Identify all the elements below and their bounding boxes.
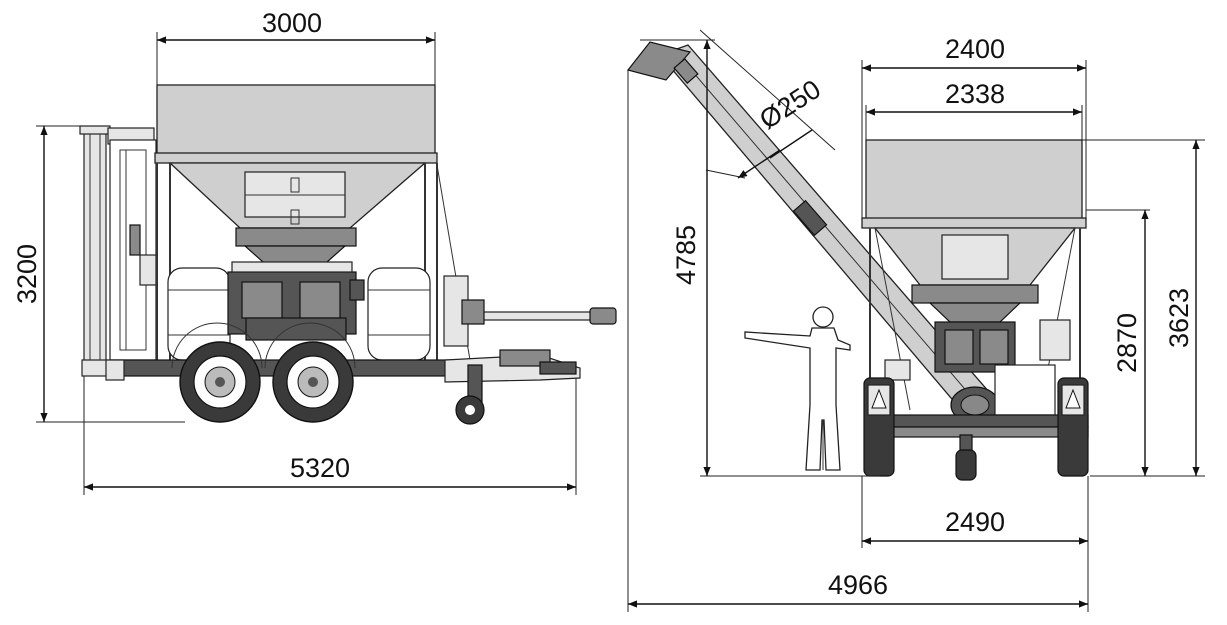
dim-label-2338: 2338 [945,79,1005,109]
side-machinery [227,261,365,341]
dim-label-d250: Ø250 [754,74,826,135]
dim-label-2400: 2400 [945,34,1005,64]
pto-shaft [443,275,617,347]
dim-line-d250 [737,149,781,179]
side-wheel-rear [272,341,354,423]
dim-label-3623: 3623 [1164,288,1194,348]
dim-label-5320: 5320 [290,453,350,483]
front-chassis [865,414,1089,428]
dim-label-3000: 3000 [262,8,322,38]
front-machinery [884,319,1071,416]
side-frame [109,139,157,361]
dimension-lines [36,29,1205,612]
side-view [79,84,617,425]
front-wheel-left [863,377,895,477]
dimension-labels: 3000 3200 5320 2400 2338 Ø250 4785 2870 … [12,8,1194,600]
auger [626,41,1000,424]
front-wheel-right [1057,377,1089,477]
side-tank-right [367,267,431,361]
dim-label-4785: 4785 [671,225,701,285]
dim-label-3200: 3200 [12,244,42,304]
dim-label-2870: 2870 [1112,313,1142,373]
dim-label-4966: 4966 [828,570,888,600]
drawbar [444,349,581,425]
front-view [626,41,1089,481]
side-wheel-front [179,341,261,423]
human-scale-figure [744,306,851,471]
side-hopper-box [156,84,436,156]
front-hopper-box [865,139,1083,221]
dim-label-2490: 2490 [945,507,1005,537]
